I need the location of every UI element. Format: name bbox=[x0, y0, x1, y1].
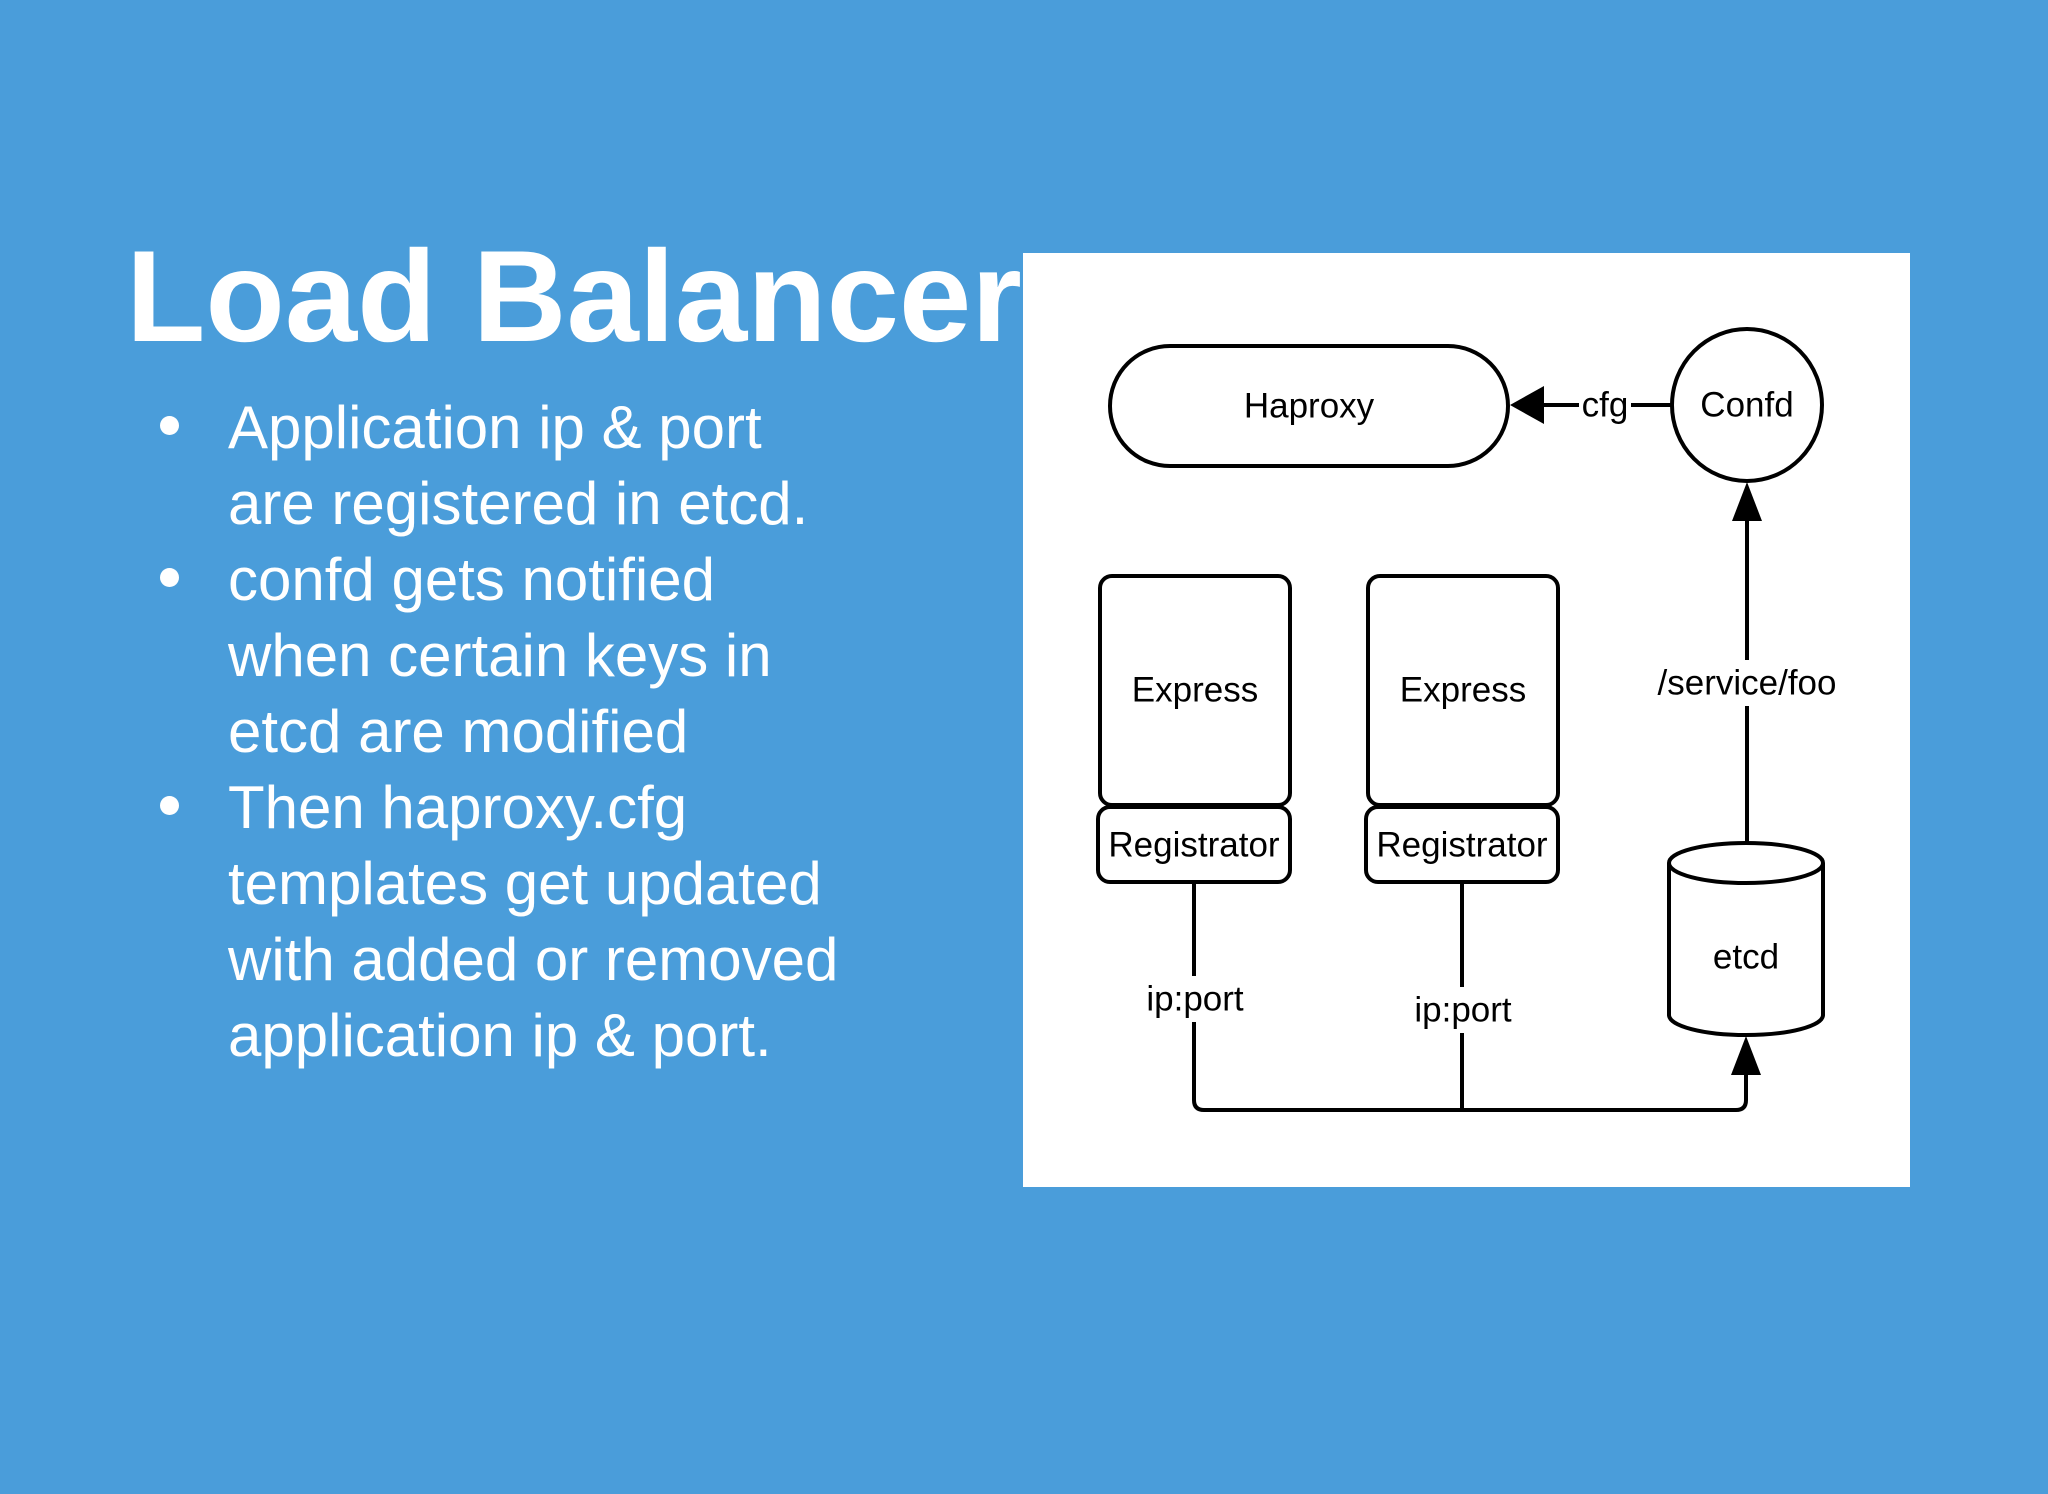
registrator1-node bbox=[1096, 805, 1292, 884]
express2-label: Express bbox=[1400, 671, 1526, 710]
etcd-cylinder-body bbox=[1667, 863, 1825, 1037]
haproxy-node bbox=[1108, 344, 1510, 468]
confd-label: Confd bbox=[1700, 386, 1793, 425]
architecture-diagram: Haproxy Confd Express Express Registrato… bbox=[1023, 253, 1910, 1187]
etcd-label: etcd bbox=[1713, 938, 1779, 977]
registrator2-node bbox=[1364, 805, 1560, 884]
list-item: confd gets notified when certain keys in… bbox=[160, 542, 838, 770]
cfg-label: cfg bbox=[1582, 386, 1629, 425]
registrator1-to-etcd-line bbox=[1192, 882, 1748, 1112]
arrowhead-into-haproxy bbox=[1510, 386, 1544, 424]
ipport2-label-bg bbox=[1409, 987, 1517, 1033]
express1-label: Express bbox=[1132, 671, 1258, 710]
diagram-canvas: Haproxy Confd Express Express Registrato… bbox=[1096, 327, 1839, 1112]
etcd-cylinder-top bbox=[1667, 841, 1825, 885]
ipport2-label: ip:port bbox=[1414, 991, 1512, 1030]
bullet-dot bbox=[160, 568, 179, 587]
service-foo-label-bg bbox=[1656, 660, 1839, 706]
confd-node bbox=[1670, 327, 1824, 483]
ipport1-label-bg bbox=[1141, 976, 1249, 1022]
arrowhead-into-confd bbox=[1732, 482, 1762, 521]
bullet-text: confd gets notified when certain keys in… bbox=[228, 546, 772, 765]
cfg-label-bg bbox=[1579, 383, 1631, 427]
bullet-text: Then haproxy.cfg templates get updated w… bbox=[228, 774, 839, 1069]
haproxy-label: Haproxy bbox=[1244, 387, 1375, 426]
etcd-node: etcd bbox=[1667, 841, 1825, 1037]
list-item: Application ip & port are registered in … bbox=[160, 390, 838, 542]
bullet-dot bbox=[160, 796, 179, 815]
service-foo-label: /service/foo bbox=[1658, 664, 1837, 703]
page-title: Load Balancer bbox=[126, 223, 1022, 369]
bullet-list: Application ip & port are registered in … bbox=[160, 390, 838, 1074]
bullet-dot bbox=[160, 416, 179, 435]
registrator1-label: Registrator bbox=[1108, 826, 1280, 865]
arrowhead-into-etcd bbox=[1731, 1036, 1761, 1075]
list-item: Then haproxy.cfg templates get updated w… bbox=[160, 770, 838, 1074]
registrator2-label: Registrator bbox=[1376, 826, 1548, 865]
ipport1-label: ip:port bbox=[1146, 980, 1244, 1019]
bullet-text: Application ip & port are registered in … bbox=[228, 394, 809, 537]
